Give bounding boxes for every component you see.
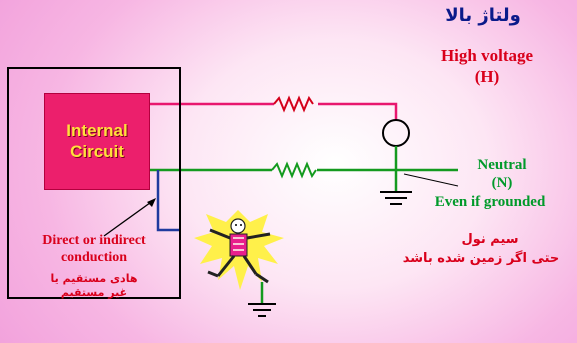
conduction-label-line1: Direct or indirect (42, 233, 146, 248)
device-enclosure (7, 67, 181, 299)
neutral-grounded-note: Even if grounded (434, 194, 546, 210)
internal-circuit-box: Internal Circuit (44, 93, 150, 190)
high-voltage-persian-label: ولتاژ بالا (445, 5, 521, 26)
neutral-symbol: (N) (491, 175, 513, 191)
internal-circuit-label-line2: Circuit (70, 141, 124, 161)
conduction-persian-line1: هادی مستقیم یا (50, 272, 138, 285)
conduction-persian-line2: غیر مستقیم (60, 286, 128, 299)
person-ground-icon (248, 303, 276, 317)
hot-resistor (273, 95, 314, 113)
high-voltage-label: High voltage (440, 46, 534, 65)
neutral-ground-icon (380, 191, 412, 205)
internal-circuit-label-line1: Internal (66, 121, 128, 141)
neutral-persian-line1: سیم نول (461, 232, 519, 247)
conduction-pointer (103, 199, 155, 237)
neutral-label: Neutral (477, 157, 527, 173)
neutral-pointer (403, 173, 459, 187)
conduction-label-line2: conduction (60, 250, 128, 265)
high-voltage-symbol: (H) (474, 67, 500, 86)
neutral-resistor (271, 161, 317, 179)
voltage-source (382, 119, 410, 147)
shocked-person-icon (194, 210, 284, 290)
conduction-arrowhead (147, 198, 156, 207)
leakage-wire (156, 170, 181, 232)
hot-wire (148, 102, 398, 120)
neutral-persian-line2: حتی اگر زمین شده باشد (402, 251, 560, 266)
